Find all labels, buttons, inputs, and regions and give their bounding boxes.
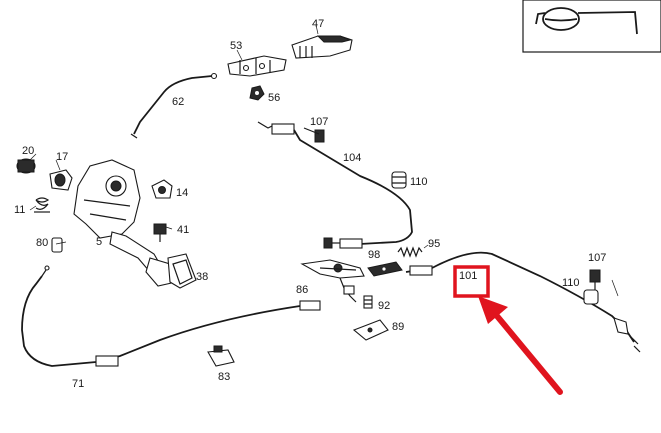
part-41-bolt: [153, 223, 167, 242]
part-80-bushing: [51, 237, 63, 253]
part-53-bracket: [227, 55, 287, 77]
part-38-pad: [167, 253, 197, 289]
callout-107-top: 107: [310, 116, 328, 128]
callout-5: 5: [96, 236, 102, 248]
callout-11: 11: [14, 204, 25, 216]
part-89-guide: [352, 319, 389, 341]
callout-95: 95: [428, 238, 440, 250]
highlight-101[interactable]: 101: [453, 265, 490, 298]
steering-wheel-icon: [535, 7, 638, 35]
part-56-nut: [249, 85, 265, 101]
part-98-plate: [367, 261, 403, 277]
part-107-bolt-right: [589, 269, 601, 290]
callout-41: 41: [177, 224, 189, 236]
callout-83: 83: [218, 371, 230, 383]
callout-14: 14: [176, 187, 188, 199]
pedal-assembly: [16, 158, 197, 289]
part-107-bolt-top: [303, 127, 325, 143]
callout-17: 17: [56, 151, 68, 163]
part-17-clip: [49, 169, 73, 191]
callout-71: 71: [72, 378, 84, 390]
callout-56: 56: [268, 92, 280, 104]
callout-104: 104: [343, 152, 361, 164]
callout-107-right: 107: [588, 252, 606, 264]
callout-101: 101: [459, 270, 477, 282]
part-95-spring: [397, 244, 429, 258]
callout-92: 92: [378, 300, 390, 312]
callout-62: 62: [172, 96, 184, 108]
callout-labels: 47 53 62 56 107 20 17 104 110 14 11 41 8…: [14, 18, 606, 390]
part-104-cable: [257, 121, 413, 249]
part-110-grommet-top: [391, 171, 407, 189]
part-101-cable: [405, 251, 641, 353]
callout-86: 86: [296, 284, 308, 296]
callout-80: 80: [36, 237, 48, 249]
part-11-spring: [34, 197, 50, 213]
red-arrow-icon: [478, 296, 563, 395]
part-14-stop: [151, 179, 173, 199]
part-20-switch: [16, 158, 36, 174]
part-83-clip: [207, 345, 235, 367]
callout-89: 89: [392, 321, 404, 333]
highlight-box: [453, 265, 490, 298]
callout-20: 20: [22, 145, 34, 157]
part-62-cable: [130, 72, 218, 139]
callout-38: 38: [196, 271, 208, 283]
callout-110-right: 110: [562, 277, 580, 289]
part-47-lever: [291, 35, 353, 59]
callout-53: 53: [230, 40, 242, 52]
part-86-brake-lever: [300, 259, 365, 303]
part-92-bolt: [363, 295, 373, 309]
part-110-grommet-right: [583, 289, 599, 305]
part-71-cable: [21, 265, 321, 367]
inset-panel: [522, 0, 661, 53]
callout-98: 98: [368, 249, 380, 261]
callout-110-top: 110: [410, 176, 428, 188]
callout-47: 47: [312, 18, 324, 30]
